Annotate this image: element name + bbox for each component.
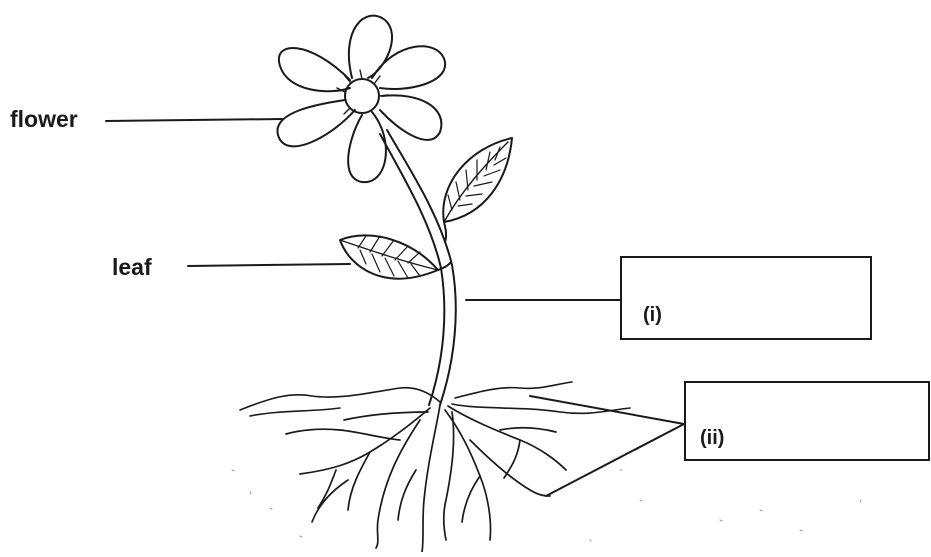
roots-box-label: (ii) (700, 427, 724, 450)
upper-leaf (443, 138, 512, 242)
flower-label: flower (10, 106, 78, 133)
flower-center-ticks (337, 70, 388, 114)
soil-speckles (232, 470, 861, 541)
stem-answer-box[interactable]: (i) (620, 256, 872, 340)
leaf-leader-line (188, 264, 350, 266)
roots (286, 405, 566, 552)
flower-leader-line (106, 119, 282, 121)
leaf-label: leaf (112, 254, 152, 281)
stem-box-label: (i) (643, 304, 662, 327)
flower-petals (277, 16, 445, 182)
roots-leader-line-upper (530, 396, 684, 424)
roots-leader-line-lower (546, 424, 684, 496)
roots-answer-box[interactable]: (ii) (684, 381, 930, 461)
